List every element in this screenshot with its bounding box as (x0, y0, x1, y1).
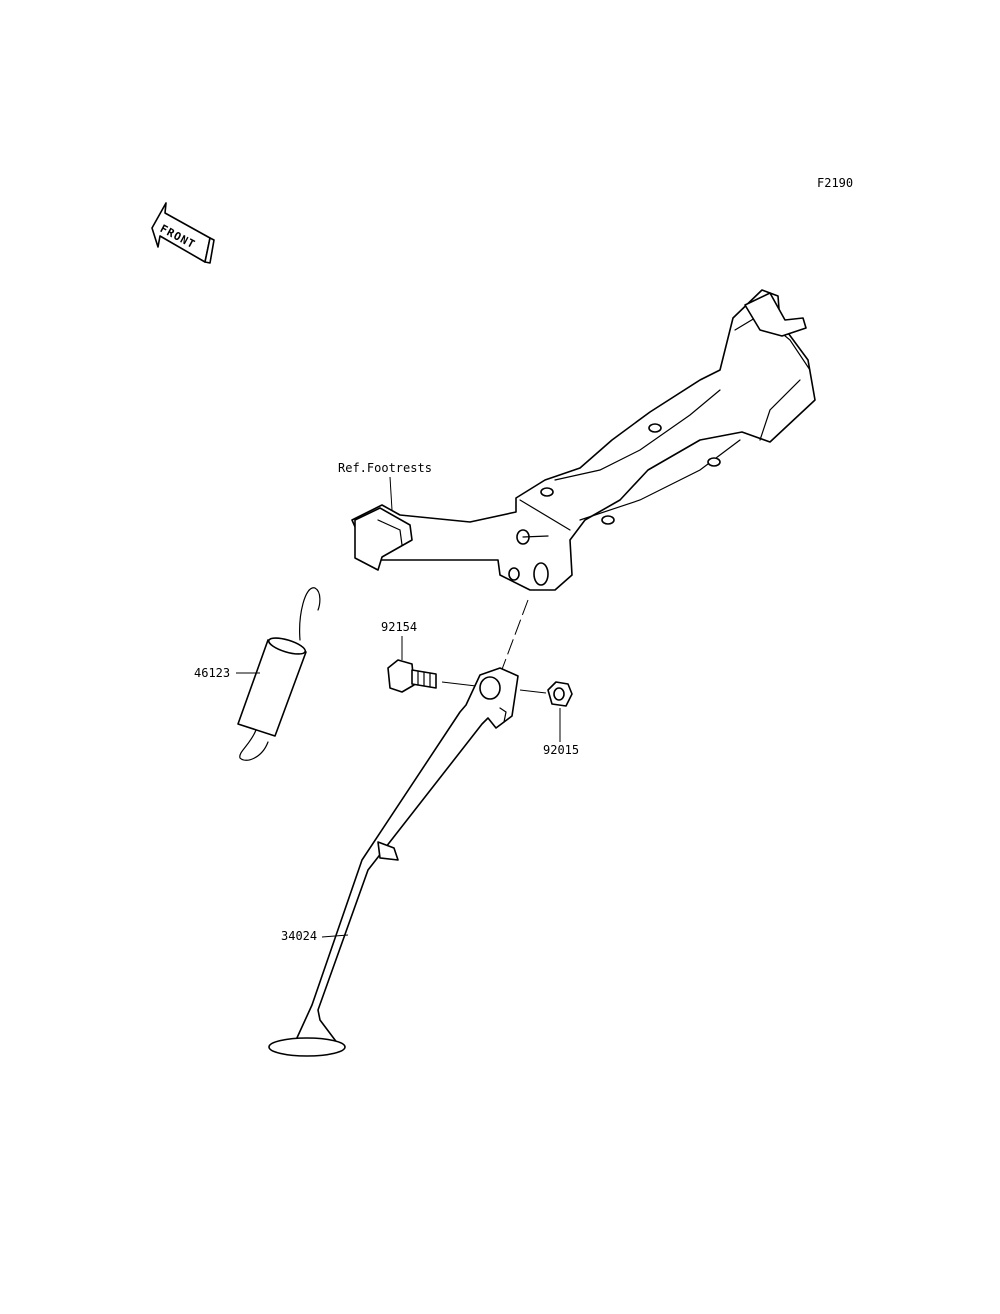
front-arrow-icon (151, 202, 215, 264)
part-number-92154: 92154 (381, 620, 418, 634)
bolt-92154 (387, 659, 437, 693)
figure-code: F2190 (817, 176, 854, 190)
part-number-34024: 34024 (281, 929, 318, 943)
side-stand-34024 (268, 667, 519, 1057)
spring-46123 (237, 587, 321, 761)
part-number-46123: 46123 (194, 666, 231, 680)
reference-label: Ref.Footrests (338, 461, 432, 475)
footrest-bracket (351, 289, 816, 591)
part-number-92015: 92015 (543, 743, 580, 757)
nut-92015 (547, 681, 573, 707)
